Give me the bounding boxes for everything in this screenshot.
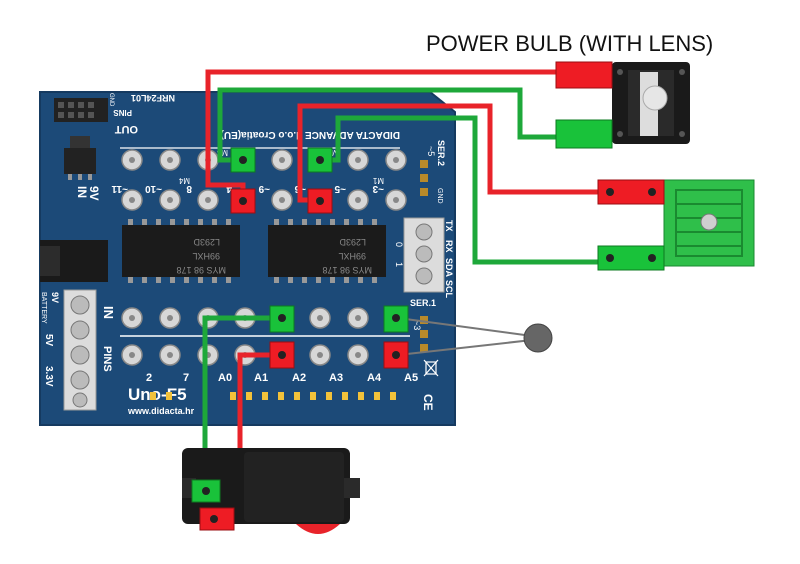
pins-label-top: PINS: [113, 108, 132, 117]
wire-peltier-green: [317, 115, 603, 265]
out-label-10: ~10: [145, 183, 162, 194]
out-label-top: OUT: [115, 123, 139, 135]
diagram-title: POWER BULB (WITH LENS): [426, 31, 713, 56]
rx-label: RX: [444, 240, 454, 253]
bottom-header: [150, 392, 396, 400]
wire-peltier-red: [297, 103, 603, 203]
chip-right-line-1: L293D: [339, 237, 366, 247]
ce-mark: CE: [421, 394, 435, 411]
weee-icon: [423, 359, 439, 377]
temperature-sensor: [397, 317, 553, 356]
serial-terminal: [403, 217, 445, 293]
connector-a2-red: [269, 341, 295, 369]
peltier-connector-green: [597, 245, 665, 271]
wire-bulb-green: [217, 87, 563, 163]
one-label: 1: [394, 262, 404, 267]
nrf-header: [54, 98, 108, 122]
pin-label-a3: A3: [329, 372, 343, 384]
pin-label-a2: A2: [292, 372, 306, 384]
pin-label-a1: A1: [254, 372, 268, 384]
servo-motor: [182, 448, 360, 534]
voltage-regulator: [64, 136, 96, 180]
chip-left-line-2: 99HXL: [192, 251, 220, 261]
peltier-module: [663, 179, 755, 267]
ser2-header: [420, 160, 428, 196]
board-website: www.didacta.hr: [127, 406, 195, 416]
in-voltage-label: 9V: [87, 186, 101, 201]
tilde3-label: ~3: [412, 320, 422, 330]
battery-voltage-label: 9V: [50, 292, 60, 303]
out-label-4: 4: [226, 183, 232, 194]
tilde5-label: ~5: [426, 146, 436, 156]
ser1-label: SER.1: [410, 298, 436, 308]
power-bulb-module: [612, 62, 690, 144]
pins-side-label: PINS: [101, 346, 113, 372]
maker-line: DIDACTA ADVANCE d.o.o Croatia(EU): [221, 129, 400, 140]
nrf-label: NRF24L01: [131, 93, 175, 103]
peltier-connector-red: [597, 179, 665, 205]
scl-label: SCL: [444, 280, 454, 299]
out-label-3: ~3: [372, 183, 384, 194]
connector-ser1-green: [383, 305, 409, 333]
connector-ser1-red: [383, 341, 409, 369]
dc-jack: [40, 240, 108, 282]
battery-label: BATTERY: [40, 292, 47, 324]
connector-pin4-red: [230, 188, 256, 214]
in-side-label: IN: [101, 306, 116, 319]
gnd-label-top: GND: [108, 93, 114, 107]
ser1-header: [420, 316, 428, 352]
five-volt-label: 5V: [43, 334, 54, 347]
chip-right-line-2: 99HXL: [338, 251, 366, 261]
pin-label-a0: A0: [218, 372, 232, 384]
bulb-connector-green: [555, 119, 613, 149]
wire-servo-green: [202, 315, 285, 493]
servo-connector-green: [191, 479, 221, 503]
chip-left-line-1: L293D: [193, 237, 220, 247]
pin-label-2: 2: [146, 372, 152, 384]
chip-right-line-3: MYS 98 178: [322, 265, 372, 275]
out-label-5: ~5: [334, 183, 346, 194]
servo-connector-red: [199, 507, 235, 531]
motor-driver-chip-left: [122, 219, 240, 283]
ser2-label: SER.2: [436, 140, 446, 166]
motor-driver-chip-right: [268, 219, 386, 283]
bulb-connector-red: [555, 61, 613, 89]
tx-label: TX: [444, 220, 454, 232]
out-label-9: ~9: [258, 183, 270, 194]
pin-label-a4: A4: [367, 372, 382, 384]
m4-label: M4: [178, 176, 190, 185]
connector-a1-green: [269, 305, 295, 333]
three-volt-label: 3.3V: [43, 366, 54, 387]
battery-terminal: [63, 289, 97, 411]
board-name: Uno-F5: [128, 385, 187, 404]
m1-label: M1: [372, 176, 384, 185]
out-label-8: 8: [186, 183, 192, 194]
in-label: IN: [75, 186, 89, 198]
chip-left-line-3: MYS 98 178: [176, 265, 226, 275]
sda-label: SDA: [444, 258, 454, 278]
zero-label: 0: [394, 242, 404, 247]
gnd-small-label: GND: [436, 188, 443, 204]
connector-pin4-green: [230, 147, 256, 173]
connector-pin6-red: [307, 188, 333, 214]
pin-label-a5: A5: [404, 372, 418, 384]
pin-label-7: 7: [183, 372, 189, 384]
connector-pin6-green: [307, 147, 333, 173]
out-label-11: ~11: [111, 183, 128, 194]
out-pad-holes: [129, 157, 399, 203]
